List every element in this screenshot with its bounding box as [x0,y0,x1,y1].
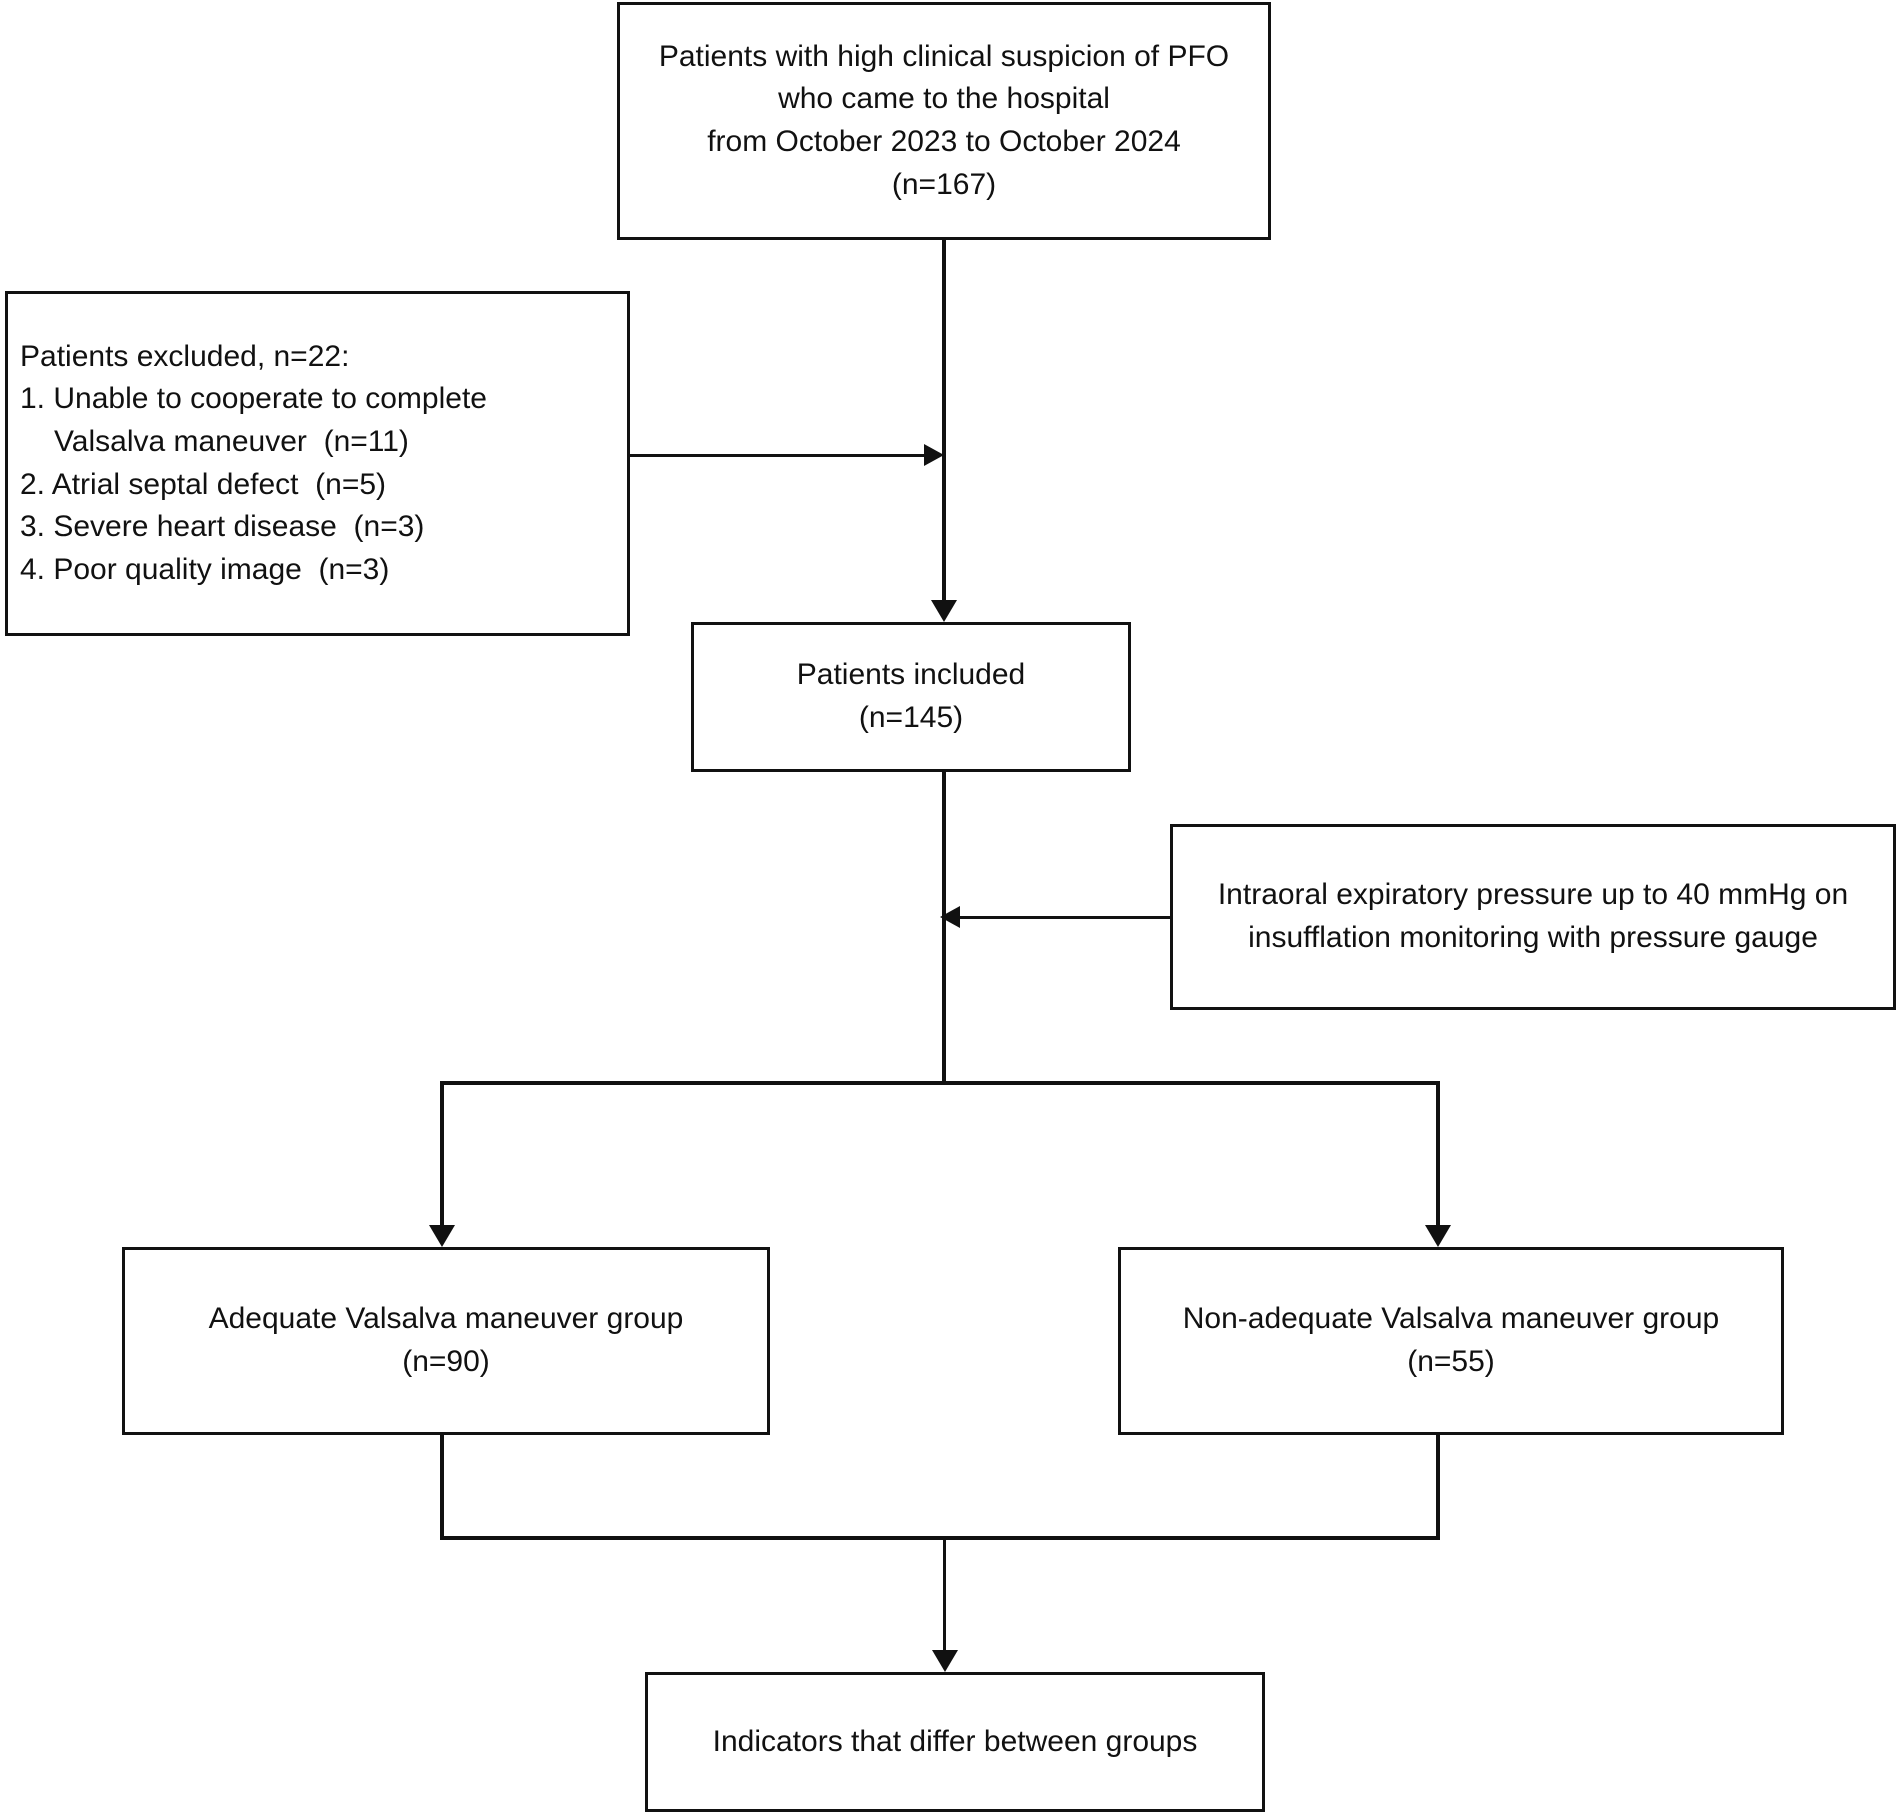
edge-merge-to-outcome-line [943,1536,946,1664]
edge-split-to-non-adequate-arrowhead [1425,1225,1451,1247]
node-adequate-valsalva-group: Adequate Valsalva maneuver group (n=90) [122,1247,770,1435]
node-excluded-line-3: Valsalva maneuver (n=11) [54,424,409,458]
node-excluded-line-5: 3. Severe heart disease (n=3) [20,510,425,544]
edge-included-to-split-line [942,772,946,1084]
node-screened-line-1: Patients with high clinical suspicion of… [658,39,1230,73]
edge-split-to-adequate-line [440,1081,444,1229]
edge-protocol-to-trunk-arrowhead [940,906,960,928]
edge-split-to-adequate-arrowhead [429,1225,455,1247]
edge-excluded-to-trunk-arrowhead [924,444,944,466]
node-non-adequate-line-1: Non-adequate Valsalva maneuver group [1182,1302,1720,1336]
node-outcome-indicators: Indicators that differ between groups [645,1672,1265,1812]
node-patients-included: Patients included (n=145) [691,622,1131,772]
edge-adequate-to-merge-line [440,1435,444,1539]
node-excluded-line-6: 4. Poor quality image (n=3) [20,552,390,586]
node-protocol-line-1: Intraoral expiratory pressure up to 40 m… [1217,878,1849,912]
edge-screened-to-included-line [942,240,946,602]
node-protocol-line-2: insufflation monitoring with pressure ga… [1248,921,1818,954]
edge-non-adequate-to-merge-line [1436,1435,1440,1539]
edge-merge-horizontal-line [440,1536,1440,1540]
node-included-line-1: Patients included [796,658,1026,692]
edge-split-to-non-adequate-line [1436,1081,1440,1229]
edge-protocol-to-trunk-line [958,916,1172,919]
node-outcome-line-1: Indicators that differ between groups [712,1724,1198,1758]
node-excluded-line-4: 2. Atrial septal defect (n=5) [20,467,387,501]
node-insufflation-protocol: Intraoral expiratory pressure up to 40 m… [1170,824,1896,1010]
node-adequate-line-1: Adequate Valsalva maneuver group [208,1302,684,1336]
edge-screened-to-included-arrowhead [931,600,957,622]
node-screened-cohort: Patients with high clinical suspicion of… [617,2,1271,240]
node-excluded-line-2: 1. Unable to cooperate to complete [20,382,487,416]
node-non-adequate-line-2: (n=55) [1407,1345,1495,1378]
node-non-adequate-valsalva-group: Non-adequate Valsalva maneuver group (n=… [1118,1247,1784,1435]
node-included-line-2: (n=145) [858,701,964,734]
edge-merge-to-outcome-arrowhead [932,1650,958,1672]
node-excluded-patients: Patients excluded, n=22: 1. Unable to co… [5,291,630,636]
edge-split-horizontal-line [440,1081,1440,1085]
node-adequate-line-2: (n=90) [402,1345,490,1378]
node-screened-line-2: who came to the hospital [778,82,1110,116]
node-screened-line-3: from October 2023 to October 2024 [707,125,1181,158]
node-excluded-line-1: Patients excluded, n=22: [20,339,350,373]
edge-excluded-to-trunk-line [630,454,930,457]
node-screened-line-4: (n=167) [891,167,997,201]
